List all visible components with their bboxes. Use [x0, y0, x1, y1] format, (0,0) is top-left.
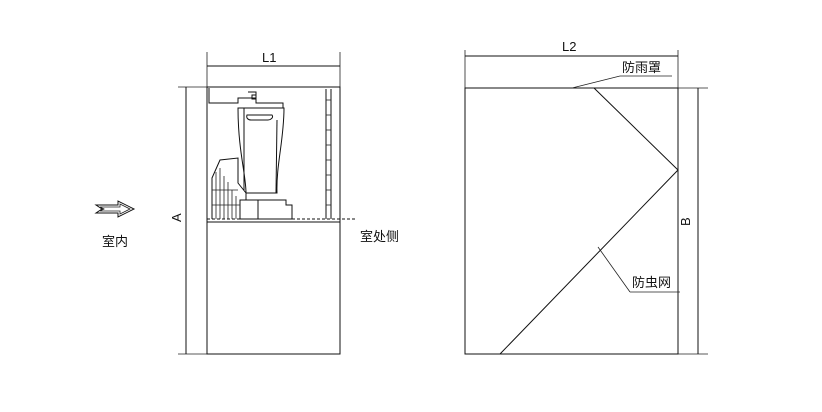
b-dimension: B — [678, 87, 708, 355]
fan-housing — [237, 107, 285, 194]
l1-label: L1 — [262, 50, 276, 65]
arrow-outer — [94, 200, 136, 218]
a-dimension: A — [169, 86, 207, 355]
airflow-arrow — [94, 200, 136, 218]
top-bolt — [251, 94, 257, 100]
louver-outline — [211, 157, 247, 219]
left-outer-frame — [206, 86, 341, 355]
housing-inner-right — [275, 119, 278, 194]
right-outer-frame — [464, 87, 679, 355]
stepped-louvers — [211, 157, 247, 219]
b-label: B — [678, 217, 693, 226]
insect-screen-leader — [597, 246, 631, 293]
outdoor-label: 室处侧 — [360, 229, 399, 245]
rain-cover-profile — [499, 87, 679, 355]
rain-cover-leader — [571, 75, 621, 89]
l1-dimension: L1 — [206, 50, 341, 100]
fan-slot — [246, 114, 273, 121]
side-grille — [325, 89, 332, 219]
insect-screen-callout: 防虫网 — [597, 246, 680, 293]
right-view: L2 B 防雨罩 防虫网 — [464, 39, 708, 355]
indoor-label: 室内 — [102, 234, 128, 250]
left-view: L1 A — [94, 50, 399, 355]
motor-base — [239, 193, 293, 220]
rain-cover-callout: 防雨罩 — [571, 60, 672, 89]
rain-cover-label: 防雨罩 — [622, 60, 661, 76]
l2-dimension: L2 — [464, 39, 679, 88]
arrow-inner — [99, 203, 131, 215]
top-ledge — [208, 88, 284, 108]
insect-screen-label: 防虫网 — [632, 275, 671, 291]
a-label: A — [169, 213, 184, 222]
l2-label: L2 — [562, 39, 576, 54]
